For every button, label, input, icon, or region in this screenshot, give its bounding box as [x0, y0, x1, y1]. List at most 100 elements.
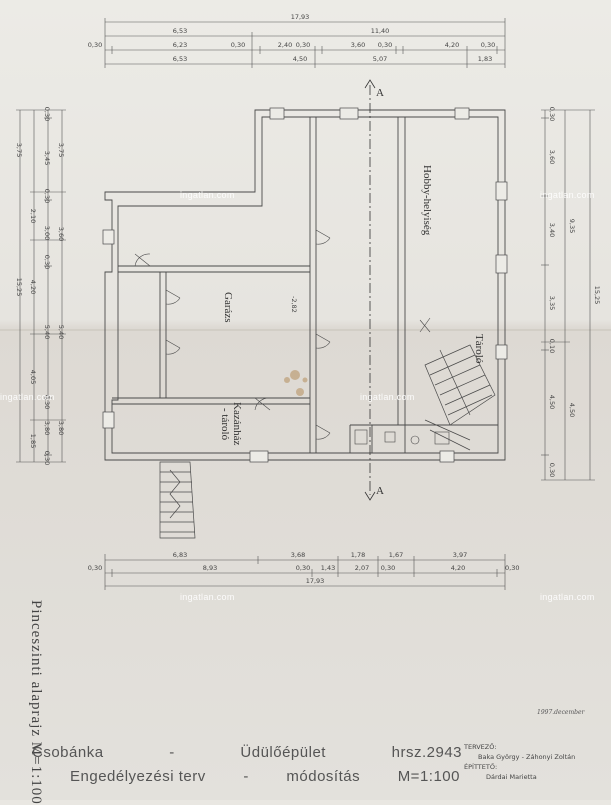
- dim-bottom-total: 17,93: [306, 577, 325, 585]
- builder-name: Dárdai Marietta: [486, 773, 537, 781]
- designer-label: TERVEZŐ:: [464, 743, 497, 751]
- level-marker: -2,82: [290, 296, 298, 313]
- dim-top-r2-4: 0,30: [296, 41, 310, 49]
- dim-left-r2-2: 0,30: [43, 189, 51, 203]
- project-building: Üdülőépület: [240, 744, 326, 761]
- dim-right-r1-5: 4,50: [548, 395, 556, 409]
- dim-bottom-r2-0: 0,30: [88, 564, 102, 572]
- dim-left-r3-1: 3,60: [57, 227, 65, 241]
- dim-left-r1-0: 3,75: [15, 143, 23, 157]
- dim-top-r2-5: 3,60: [351, 41, 365, 49]
- dim-left-r2-5: 5,40: [43, 325, 51, 339]
- external-staircase: [159, 461, 196, 539]
- credits-block: TERVEZŐ: Baka György - Záhonyi Zoltán ÉP…: [464, 742, 575, 782]
- dim-top-r2-6: 0,30: [378, 41, 392, 49]
- watermark-5: ingatlan.com: [180, 592, 235, 602]
- dim-top-r3-0: 6,53: [173, 55, 187, 63]
- room-label-garage: Garázs: [222, 292, 234, 323]
- room-label-boiler: Kazánház: [231, 402, 243, 445]
- dim-right-r2-0: 9,35: [568, 219, 576, 233]
- exterior-walls: [104, 109, 506, 461]
- designer-names: Baka György - Záhonyi Zoltán: [478, 753, 576, 761]
- dim-bottom-r2-1: 8,93: [203, 564, 217, 572]
- dim-bottom-r1-4: 3,97: [453, 551, 467, 559]
- dim-left-r3-0: 3,75: [57, 143, 65, 157]
- dim-left-r1-1: 2,10: [29, 209, 37, 223]
- project-lot: hrsz.2943: [391, 744, 462, 761]
- project-modification: módosítás: [286, 768, 361, 785]
- left-dimension-lines: [16, 109, 66, 463]
- dim-top-r2-8: 0,30: [481, 41, 495, 49]
- dim-top-r3-2: 5,07: [373, 55, 387, 63]
- room-label-boiler-storage: - tároló: [219, 408, 231, 441]
- dim-right-r1-1: 3,60: [548, 150, 556, 164]
- dim-bottom-r1-3: 1,67: [389, 551, 403, 559]
- dim-right-r1-6: 0,30: [548, 463, 556, 477]
- dim-left-r2-3: 3,00: [43, 226, 51, 240]
- dim-top-r2-0: 0,30: [88, 41, 102, 49]
- builder-label: ÉPÍTTETŐ:: [464, 763, 498, 771]
- top-dimension-lines: [104, 18, 506, 68]
- dim-right-r1-0: 0,30: [548, 107, 556, 121]
- dim-bottom-r2-5: 0,30: [381, 564, 395, 572]
- water-stains: [284, 370, 308, 396]
- dim-left-r1-3: 4,05: [29, 370, 37, 384]
- project-title-line-1: Csobánka - Üdülőépület hrsz.2943: [32, 744, 462, 761]
- dim-right-r2-1: 4,50: [568, 403, 576, 417]
- project-dash-2: -: [243, 768, 249, 785]
- dim-bottom-r2-2: 0,30: [296, 564, 310, 572]
- right-dimension-labels: 0,30 3,60 3,40 3,35 0,10 4,50 0,30 9,35 …: [548, 107, 601, 477]
- dim-top-r3-1: 4,50: [293, 55, 307, 63]
- right-dimension-lines: [541, 109, 595, 481]
- dim-left-r3-4: 3,80: [57, 421, 65, 435]
- dim-left-r3-3: 5,40: [57, 325, 65, 339]
- dim-left-r2-4: 0,30: [43, 255, 51, 269]
- dim-right-r1-4: 0,10: [548, 339, 556, 353]
- dim-bottom-r1-2: 1,78: [351, 551, 365, 559]
- dim-bottom-r2-6: 4,20: [451, 564, 465, 572]
- project-plan-type: Engedélyezési terv: [70, 768, 206, 785]
- section-mark-bottom: A: [376, 485, 384, 497]
- dim-left-r1-2: 4,20: [29, 280, 37, 294]
- bottom-dimension-labels: 6,83 3,68 1,78 1,67 3,97 0,30 8,93 0,30 …: [88, 551, 520, 585]
- sheet-title: Pinceszinti alaprajz M=1:100: [28, 600, 44, 805]
- project-scale: M=1:100: [397, 768, 460, 785]
- project-place: Csobánka: [32, 744, 104, 761]
- dim-bottom-r1-0: 6,83: [173, 551, 187, 559]
- dim-left-r2-1: 3,45: [43, 151, 51, 165]
- watermark-4: ingatlan.com: [360, 392, 415, 402]
- dim-bottom-r2-3: 1,43: [321, 564, 335, 572]
- interior-walls: [112, 117, 498, 453]
- dim-top-r2-1: 6,23: [173, 41, 187, 49]
- dim-bottom-r2-7: 0,30: [505, 564, 519, 572]
- plan-date: 1997.december: [537, 709, 585, 716]
- internal-staircase: [424, 344, 496, 451]
- project-dash: -: [169, 744, 175, 761]
- watermark-3: ingatlan.com: [0, 392, 55, 402]
- room-labels: Hobby-helyiség Garázs Tároló Kazánház - …: [219, 87, 485, 497]
- dim-left-r2-7: 3,80: [43, 421, 51, 435]
- section-mark-top: A: [376, 87, 384, 99]
- dim-right-r1-2: 3,40: [548, 223, 556, 237]
- left-dimension-labels: 3,75 2,10 4,20 4,05 1,85 0,30 3,45 0,30 …: [15, 107, 65, 465]
- windows: [102, 107, 508, 463]
- top-dimension-labels: 17,93 6,53 11,40 0,30 6,23 0,30 2,40 0,3…: [88, 13, 495, 63]
- dim-left-r2-6: 0,30: [43, 395, 51, 409]
- dim-left-r2-0: 0,30: [43, 107, 51, 121]
- dim-right-r1-3: 3,35: [548, 296, 556, 310]
- room-label-hobby: Hobby-helyiség: [421, 165, 433, 236]
- dim-top-r3-3: 1,83: [478, 55, 492, 63]
- dim-left-r2-8: 0,30: [43, 451, 51, 465]
- dim-top-r1-1: 11,40: [371, 27, 390, 35]
- project-title-line-2: Engedélyezési terv - módosítás M=1:100: [70, 768, 460, 785]
- bottom-dimension-lines: [104, 554, 506, 590]
- dim-right-r3-0: 15,25: [593, 286, 601, 305]
- dim-bottom-r1-1: 3,68: [291, 551, 305, 559]
- dim-bottom-r2-4: 2,07: [355, 564, 369, 572]
- dim-top-r2-7: 4,20: [445, 41, 459, 49]
- dim-left-r3-2: 15,25: [15, 278, 23, 297]
- watermark-6: ingatlan.com: [540, 592, 595, 602]
- utility-fixtures: [354, 429, 450, 445]
